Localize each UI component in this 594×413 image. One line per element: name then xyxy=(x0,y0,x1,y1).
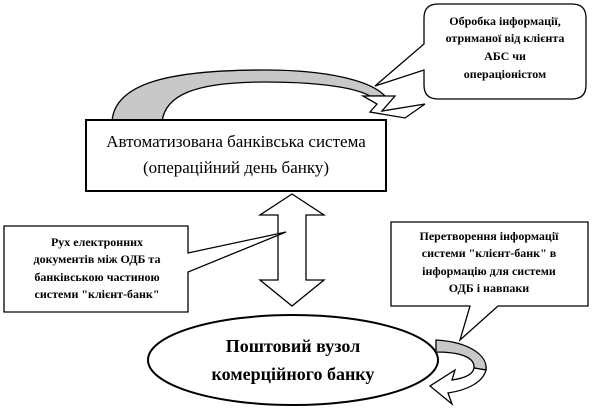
curved-arrow-bottom-head xyxy=(428,367,487,407)
curved-arrow-top xyxy=(111,69,426,123)
callout-right-line-4: ОДБ і навпаки xyxy=(449,281,529,295)
oval-line-2: комерційного банку xyxy=(212,364,375,384)
callout-left-line-2: документів між ОДБ та xyxy=(34,252,161,266)
vertical-double-arrow xyxy=(257,193,327,307)
callout-left-line-4: системи "клієнт-банк" xyxy=(35,287,160,301)
main-box-line-1: Автоматизована банківська система xyxy=(106,132,366,151)
main-box-line-2: (операційний день банку) xyxy=(143,158,329,177)
oval-line-1: Поштовий вузол xyxy=(226,336,360,356)
curved-arrow-top-band xyxy=(111,69,387,123)
curved-arrow-bottom xyxy=(428,339,487,407)
mail-node-oval: Поштовий вузол комерційного банку xyxy=(147,314,439,406)
callout-top-shape xyxy=(374,3,587,100)
callout-top-right: Обробка інформації, отриманої від клієнт… xyxy=(374,3,587,100)
curved-arrow-top-head xyxy=(360,95,426,119)
callout-top-line-1: Обробка інформації, xyxy=(449,14,560,28)
callout-right-shape xyxy=(390,221,589,343)
curved-arrow-bottom-band xyxy=(435,339,487,371)
main-system-box: Автоматизована банківська система (опера… xyxy=(85,119,387,192)
callout-left-shape xyxy=(3,225,287,313)
callout-right-line-3: інформацію для системи xyxy=(422,264,556,278)
callout-right-line-2: системи "клієнт-банк" в xyxy=(422,246,557,260)
callout-left-line-1: Рух електронних xyxy=(51,235,143,249)
callout-top-line-3: АБС чи xyxy=(484,49,526,63)
main-box-rect xyxy=(85,119,387,192)
callout-right-line-1: Перетворення інформації xyxy=(420,229,560,243)
callout-right: Перетворення інформації системи "клієнт-… xyxy=(390,221,589,343)
callout-left-line-3: банківською частиною xyxy=(34,270,159,284)
callout-top-line-2: отриманої від клієнта xyxy=(446,31,565,45)
callout-left: Рух електронних документів між ОДБ та ба… xyxy=(3,225,287,313)
callout-top-line-4: операціоністом xyxy=(464,67,546,81)
oval-shape xyxy=(147,314,439,406)
